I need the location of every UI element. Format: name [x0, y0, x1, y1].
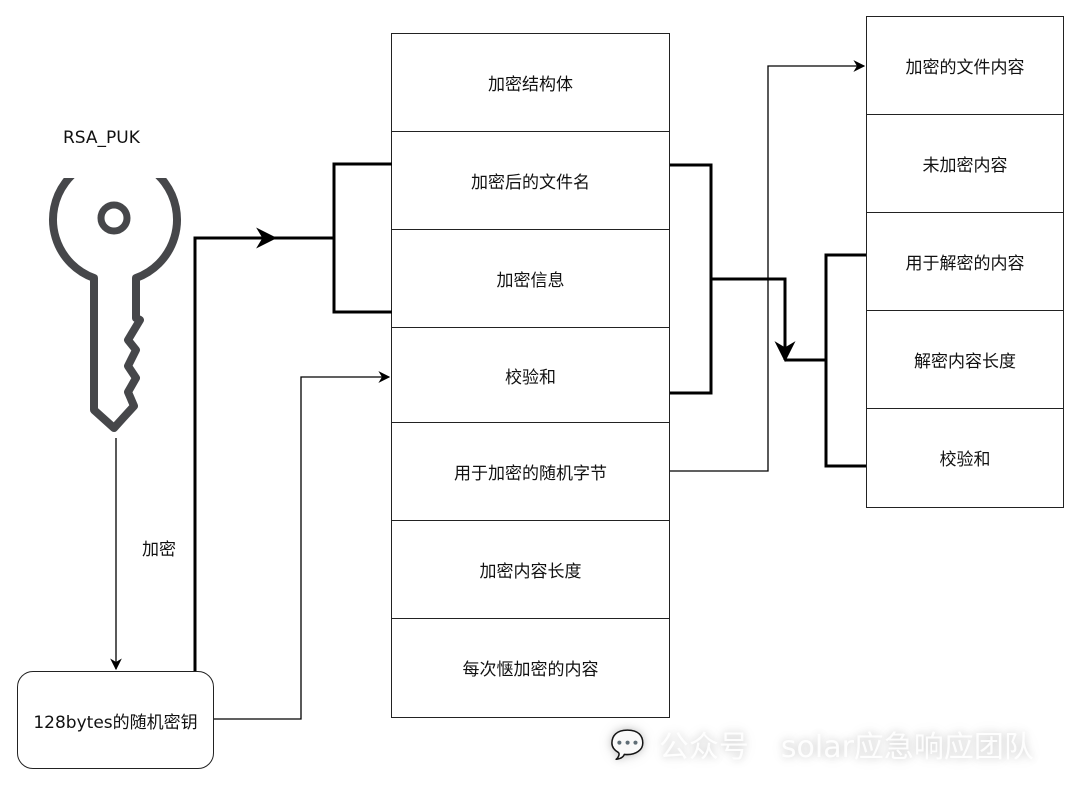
rsa-puk-label: RSA_PUK	[63, 128, 140, 148]
left-bracket	[332, 162, 392, 314]
watermark: 💬 公众号 solar应急响应团队	[610, 722, 1034, 766]
file-content-stack: 加密的文件内容 未加密内容 用于解密的内容 解密内容长度 校验和	[866, 16, 1064, 508]
file-cell-encrypted-content: 加密的文件内容	[867, 17, 1063, 115]
middle-bracket	[670, 163, 713, 395]
file-cell-decrypt-content: 用于解密的内容	[867, 213, 1063, 311]
struct-cell-checksum: 校验和	[392, 328, 669, 423]
encrypt-edge-label: 加密	[142, 540, 176, 560]
right-bracket	[824, 253, 866, 468]
struct-cell-random-bytes: 用于加密的随机字节	[392, 423, 669, 521]
random-key-box: 128bytes的随机密钥	[17, 671, 214, 769]
key-icon	[49, 178, 181, 432]
encrypted-struct-stack: 加密结构体 加密后的文件名 加密信息 校验和 用于加密的随机字节 加密内容长度 …	[391, 33, 670, 718]
randomkey-to-checksum-arrow	[214, 371, 391, 720]
watermark-text-1: 公众号	[658, 730, 749, 765]
file-cell-checksum: 校验和	[939, 450, 991, 470]
wechat-icon: 💬	[610, 727, 645, 761]
bracket-to-decrypt-arrow	[711, 277, 796, 363]
randomkey-to-bracket-arrow	[193, 227, 278, 671]
struct-cell-title: 加密结构体	[392, 34, 669, 132]
struct-cell-encrypt-info: 加密信息	[392, 230, 669, 328]
watermark-text-2: solar应急响应团队	[780, 730, 1034, 765]
randombytes-to-filecontent-arrow	[670, 60, 866, 472]
file-cell-decrypt-length: 解密内容长度	[867, 311, 1063, 409]
random-key-label: 128bytes的随机密钥	[33, 712, 198, 733]
struct-cell-encrypted-content: 每次惬加密的内容	[462, 660, 599, 680]
struct-cell-encrypted-filename: 加密后的文件名	[392, 132, 669, 230]
struct-cell-content-length: 加密内容长度	[392, 521, 669, 619]
file-cell-unencrypted-content: 未加密内容	[867, 115, 1063, 213]
